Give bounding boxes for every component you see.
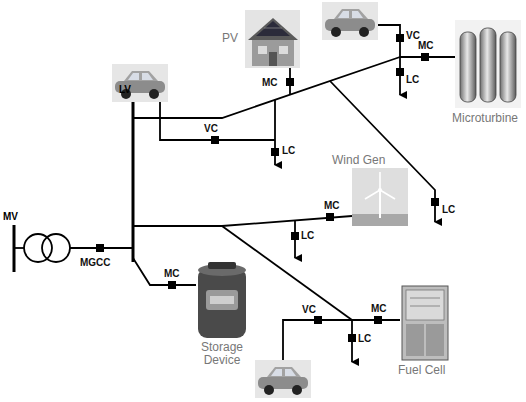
- bus-label: MV: [3, 211, 18, 222]
- controller-label: MC: [371, 303, 387, 314]
- controller-label: LC: [301, 230, 314, 241]
- controller-label: VC: [204, 123, 218, 134]
- controller-label: MC: [262, 77, 278, 88]
- controller-label: LC: [406, 74, 419, 85]
- controller-label: MC: [164, 268, 180, 279]
- controller-label: MC: [324, 200, 340, 211]
- controller-label: LC: [282, 145, 295, 156]
- device-label: Wind Gen: [332, 154, 385, 167]
- device-label: Microturbine: [452, 112, 518, 125]
- device-label: Fuel Cell: [398, 364, 445, 377]
- device-label: Storage Device: [189, 341, 255, 367]
- bus-label: LV: [119, 84, 131, 95]
- controller-label: MGCC: [80, 257, 111, 268]
- controller-label: VC: [302, 304, 316, 315]
- controller-label: VC: [406, 30, 420, 41]
- device-label: PV: [222, 32, 238, 45]
- controller-label: LC: [358, 333, 371, 344]
- controller-label: LC: [442, 204, 455, 215]
- controller-label: MC: [418, 40, 434, 51]
